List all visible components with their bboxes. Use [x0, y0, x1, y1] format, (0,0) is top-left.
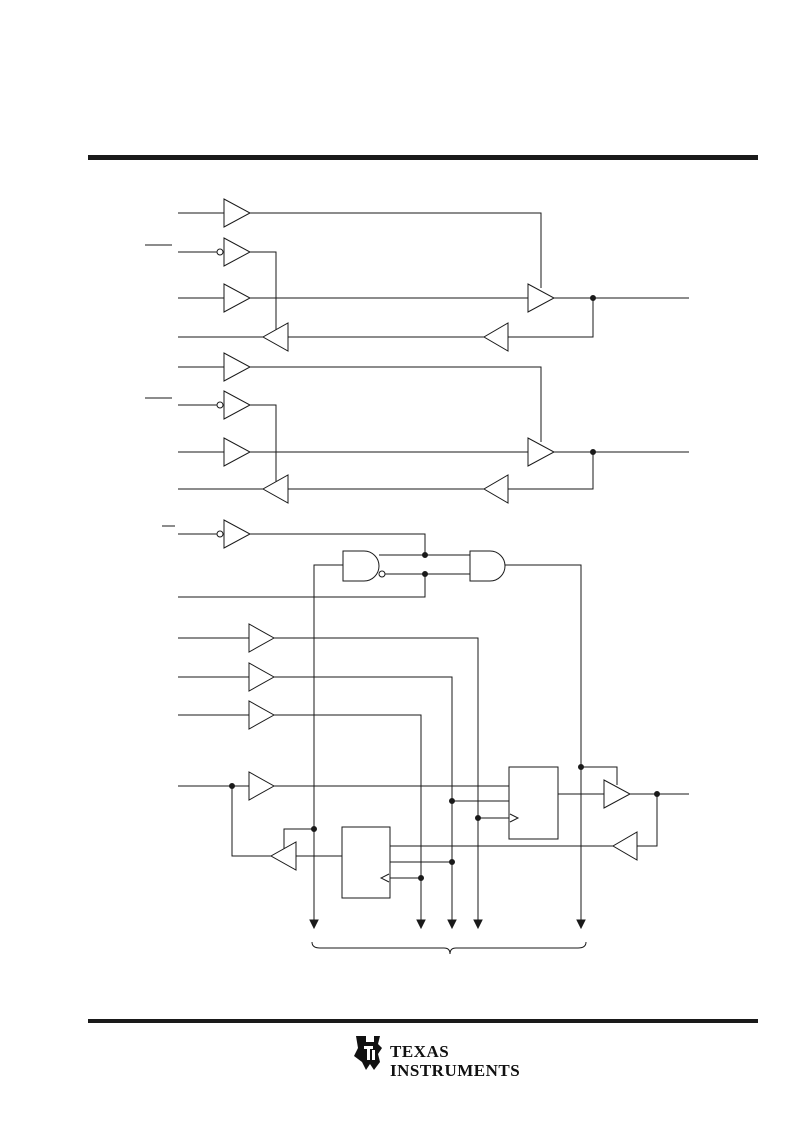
input-buffers [178, 623, 483, 930]
channel-b [145, 352, 689, 504]
bus-brace [311, 941, 587, 955]
ti-state-outline-icon [354, 1036, 382, 1070]
footer-rule [88, 1019, 758, 1023]
header-rule [88, 155, 758, 160]
brand-logo: TEXAS INSTRUMENTS [350, 1032, 520, 1082]
registered-channel [178, 764, 689, 899]
brand-line2: INSTRUMENTS [390, 1061, 521, 1080]
control-logic [162, 519, 586, 930]
brand-line1: TEXAS [390, 1042, 450, 1061]
channel-a [145, 198, 689, 352]
